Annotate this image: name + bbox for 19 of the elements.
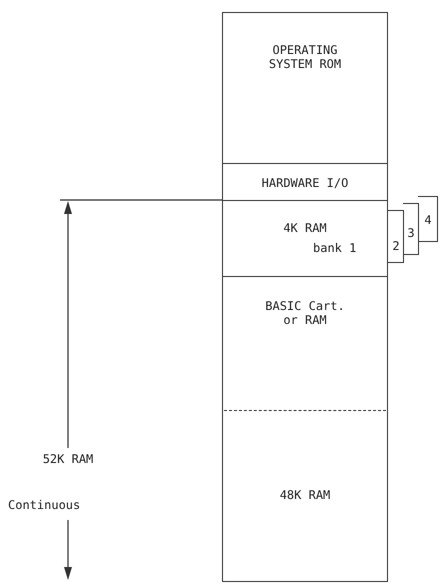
block-label: 4 xyxy=(423,213,433,227)
bank-tab xyxy=(403,203,419,255)
block-label: HARDWARE I/O xyxy=(260,176,350,190)
block-label: 4K RAM xyxy=(282,221,328,235)
block-label: 2 xyxy=(391,239,401,253)
memory-block xyxy=(222,200,388,277)
memory-block xyxy=(222,163,388,201)
block-label: 48K RAM xyxy=(278,488,332,502)
block-label: 3 xyxy=(406,226,416,240)
block-label: OPERATING SYSTEM ROM xyxy=(268,43,342,71)
memory-block xyxy=(222,410,388,582)
block-label: BASIC Cart. or RAM xyxy=(264,299,346,327)
dimension-label: Continuous xyxy=(8,498,80,512)
memory-block xyxy=(222,276,388,412)
memory-block xyxy=(222,12,388,164)
bank-tab xyxy=(418,196,438,242)
bank-tab xyxy=(388,210,404,263)
dimension-label: 52K RAM xyxy=(42,452,94,466)
bank-label: bank 1 xyxy=(313,241,356,255)
